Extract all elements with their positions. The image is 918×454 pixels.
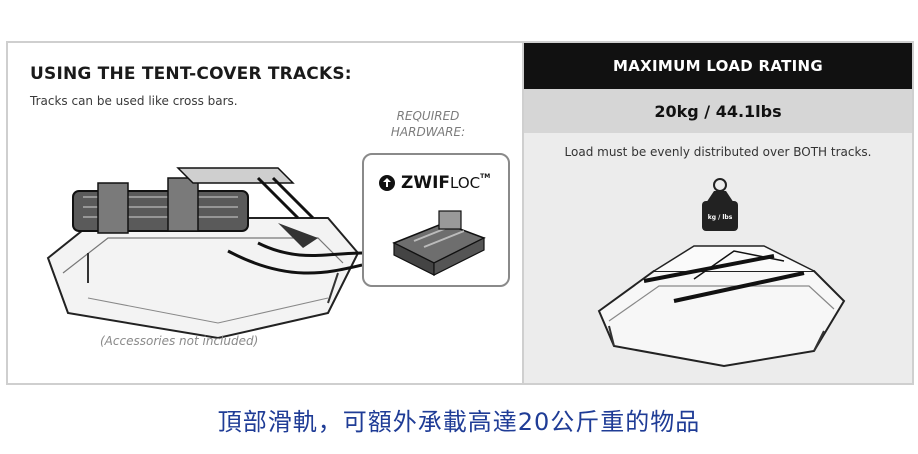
info-panel: USING THE TENT-COVER TRACKS: Tracks can …: [6, 41, 914, 385]
accessories-note: (Accessories not included): [100, 334, 259, 348]
section-title: USING THE TENT-COVER TRACKS:: [30, 64, 352, 84]
mount-hardware-illustration: [392, 210, 486, 276]
hardware-box: ZWIFLOCTM: [362, 153, 510, 287]
tent-cover-tracks-section: USING THE TENT-COVER TRACKS: Tracks can …: [8, 43, 522, 383]
load-distribution-note: Load must be evenly distributed over BOT…: [564, 145, 872, 159]
section-subtitle: Tracks can be used like cross bars.: [30, 94, 238, 108]
required-hardware-label: REQUIRED HARDWARE:: [390, 109, 466, 139]
zwifloc-logo-icon: [379, 175, 395, 191]
chinese-caption: 頂部滑軌，可額外承載高達20公斤重的物品: [217, 408, 701, 436]
zwifloc-logo: ZWIFLOCTM: [378, 173, 490, 193]
tent-with-accessories-illustration: [46, 167, 363, 340]
load-rating-value: 20kg / 44.1lbs: [524, 89, 912, 133]
load-rating-section: MAXIMUM LOAD RATING 20kg / 44.1lbs Load …: [522, 43, 912, 383]
load-rating-header: MAXIMUM LOAD RATING: [524, 43, 912, 89]
weight-label: kg / lbs: [708, 214, 733, 221]
loaded-tent-illustration: kg / lbs: [597, 178, 846, 368]
